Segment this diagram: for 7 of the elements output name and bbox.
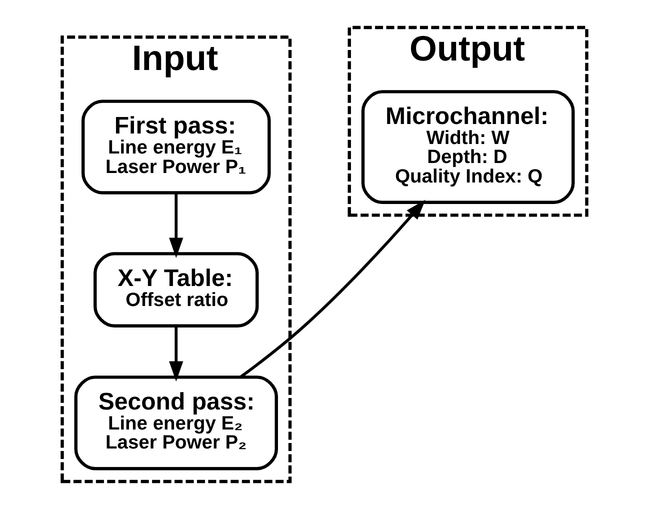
node-box: Microchannel: Width: W Depth: D Quality Index: Q [360,90,574,204]
arrow [168,326,183,382]
node-box: X-Y Table: Offset ratio [93,252,258,328]
arrow [168,192,183,258]
node-box: First pass: Line energy E₁ Laser Power P₁ [81,100,270,194]
arrow [239,200,425,378]
node-box: Second pass: Line energy E₂ Laser Power P₂ [74,376,278,470]
